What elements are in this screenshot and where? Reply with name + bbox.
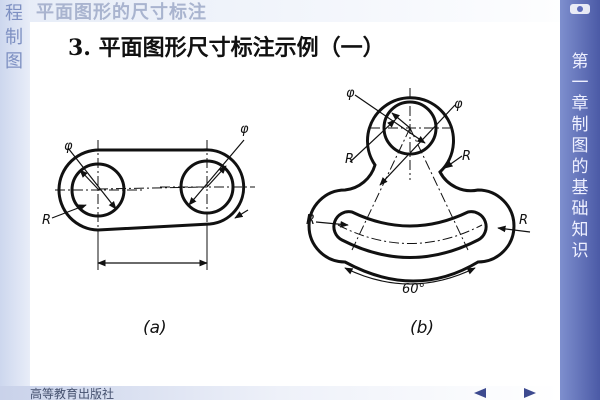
publisher-label: 高等教育出版社 [30, 387, 115, 401]
figure-b-radius-leader-right-upper [444, 155, 463, 169]
figure-b-radius-label-upper: R [345, 152, 354, 167]
figure-a-radius-label: R [42, 213, 51, 228]
figure-a-dia-symbol-right: φ [240, 122, 249, 137]
figure-b-radius-label-right-upper: R [462, 149, 471, 164]
figure-a-dia-symbol-left: φ [64, 139, 73, 154]
figure-b-dia-leader-right [379, 104, 456, 186]
figure-b-radius-leader-upper [349, 119, 396, 163]
next-arrow-icon[interactable] [512, 387, 538, 399]
figure-a-centerlines [55, 140, 255, 240]
figure-b-outline [307, 96, 516, 283]
footer-band: 高等教育出版社 [0, 386, 560, 401]
prev-arrow-icon[interactable] [472, 387, 498, 399]
figure-b-caption: (b) [410, 318, 435, 338]
top-banner: 平面图形的尺寸标注 [0, 0, 600, 23]
figure-b-angle-label: 60° [402, 282, 425, 297]
figure-b-radius-label-left: R [306, 213, 315, 228]
figure-b-radius-leader-right-lower [497, 225, 531, 233]
left-tab-text: 程制图 [5, 3, 23, 72]
figure-a-outline [57, 148, 246, 232]
figure-b-dia-leader-left [354, 94, 426, 144]
figure-b-dia-symbol-left: φ [346, 86, 355, 101]
figure-b-radius-leader-left [315, 220, 349, 228]
figure-a-dia-leader-left [67, 147, 117, 210]
figure-b-arc-slot [332, 210, 488, 259]
slide-heading: 3. 平面图形尺寸标注示例（一） [68, 35, 385, 61]
left-tab-strip: 程制图 [0, 0, 30, 400]
figure-a-caption: (a) [143, 318, 167, 338]
banner-title: 平面图形的尺寸标注 [36, 2, 207, 23]
figure-a-radius-leader [51, 204, 87, 219]
figure-a [51, 139, 255, 270]
chapter-sidebar: 第一章 制图的基础知识 [560, 0, 600, 400]
figure-b-dia-symbol-right: φ [454, 97, 463, 112]
figure-b-radius-label-right-lower: R [519, 213, 528, 228]
figure-b-angle-dimension [344, 267, 476, 285]
logo-icon [570, 4, 590, 14]
figure-a-dia-leader-right [188, 139, 245, 206]
chapter-label: 第一章 制图的基础知识 [571, 52, 589, 261]
figure-b [307, 88, 531, 285]
